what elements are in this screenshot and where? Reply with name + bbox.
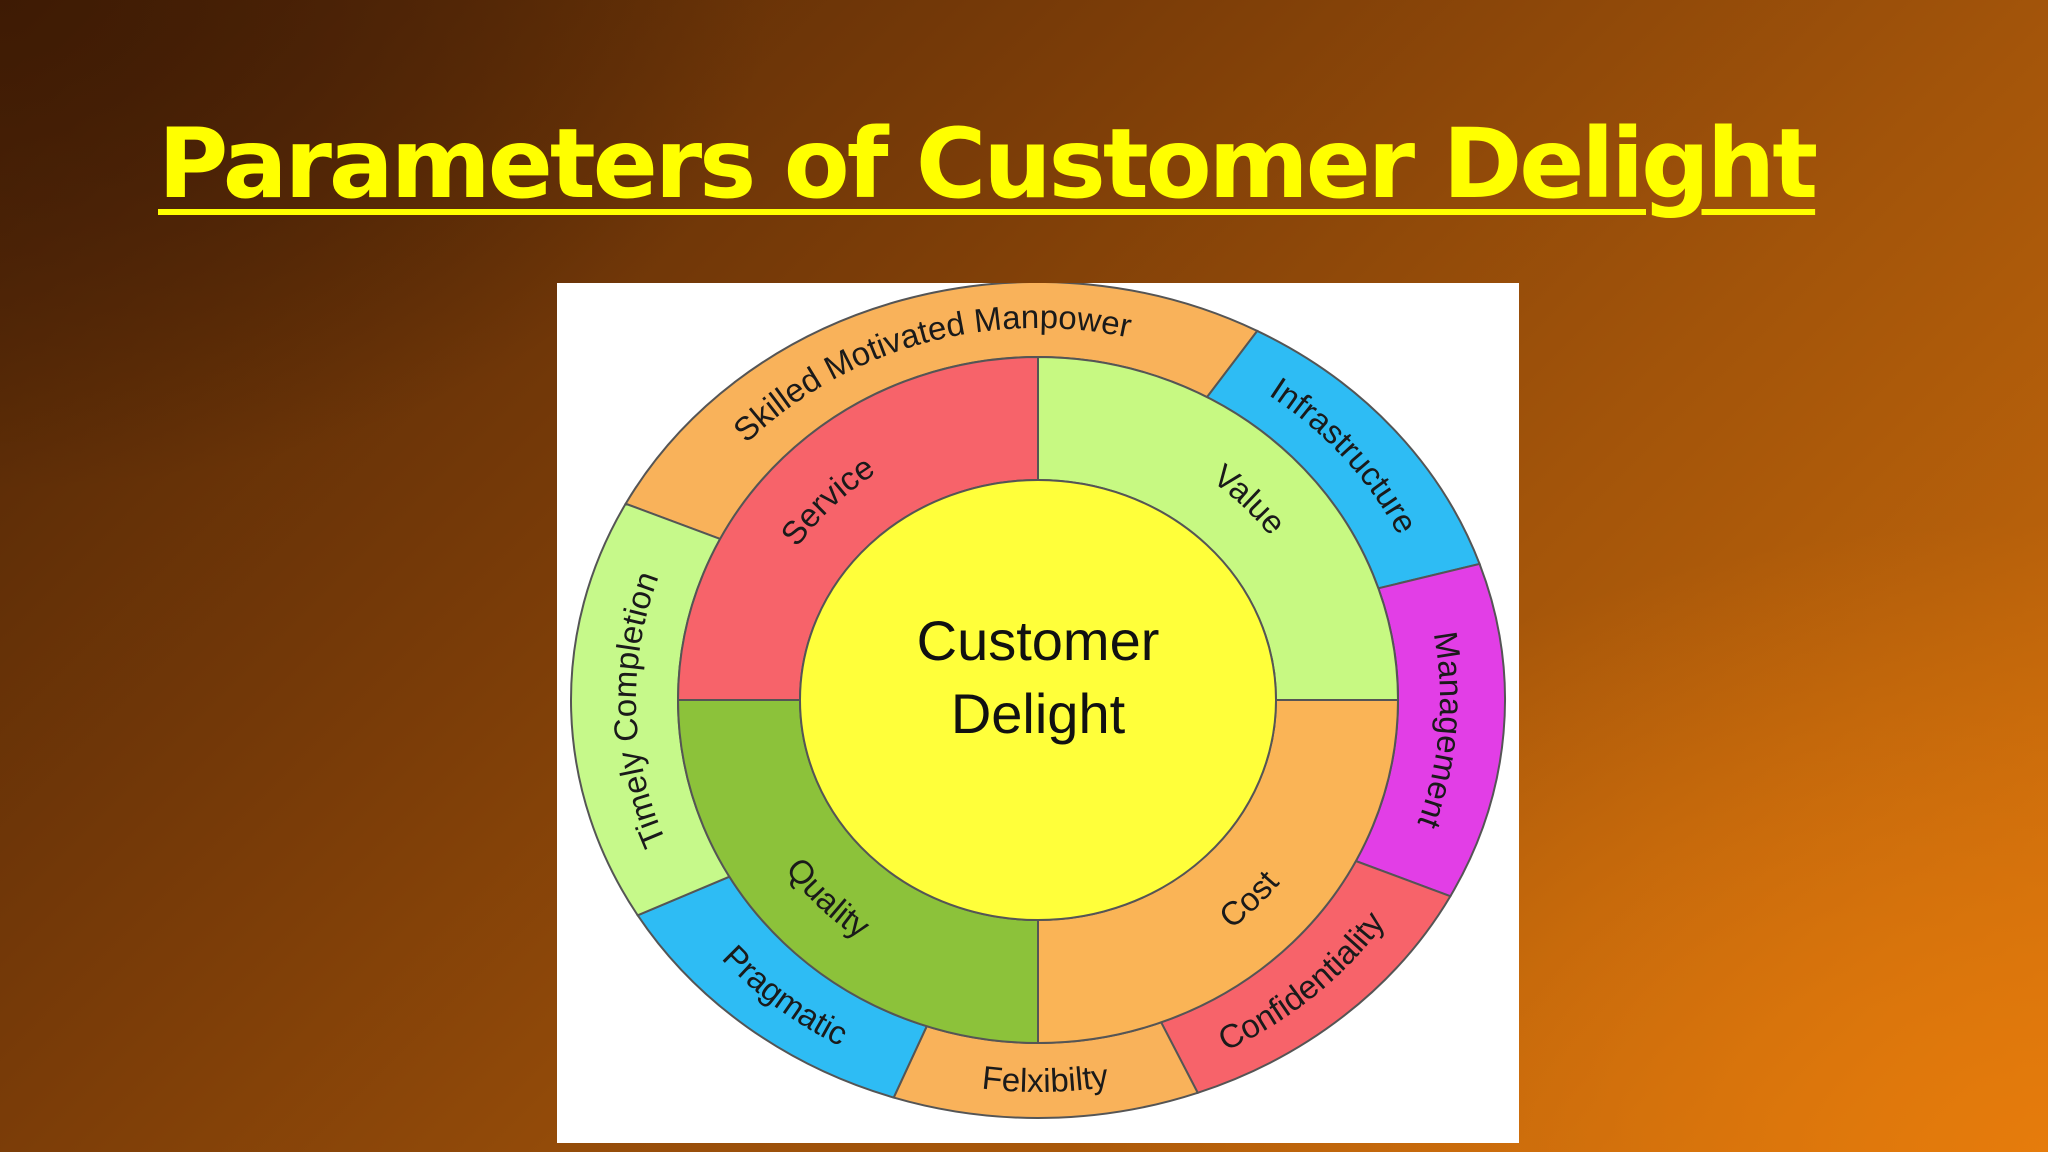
outer-label-felxibilty: Felxibilty (980, 1057, 1110, 1099)
outer-ring (570, 283, 1506, 1119)
slide-title: Parameters of Customer Delight (158, 108, 1818, 220)
core-label-line1: Customer (917, 609, 1160, 672)
customer-delight-core (799, 479, 1277, 921)
customer-delight-wheel: Skilled Motivated ManpowerInfrastructure… (570, 283, 1506, 1119)
core-label-line2: Delight (951, 682, 1126, 745)
